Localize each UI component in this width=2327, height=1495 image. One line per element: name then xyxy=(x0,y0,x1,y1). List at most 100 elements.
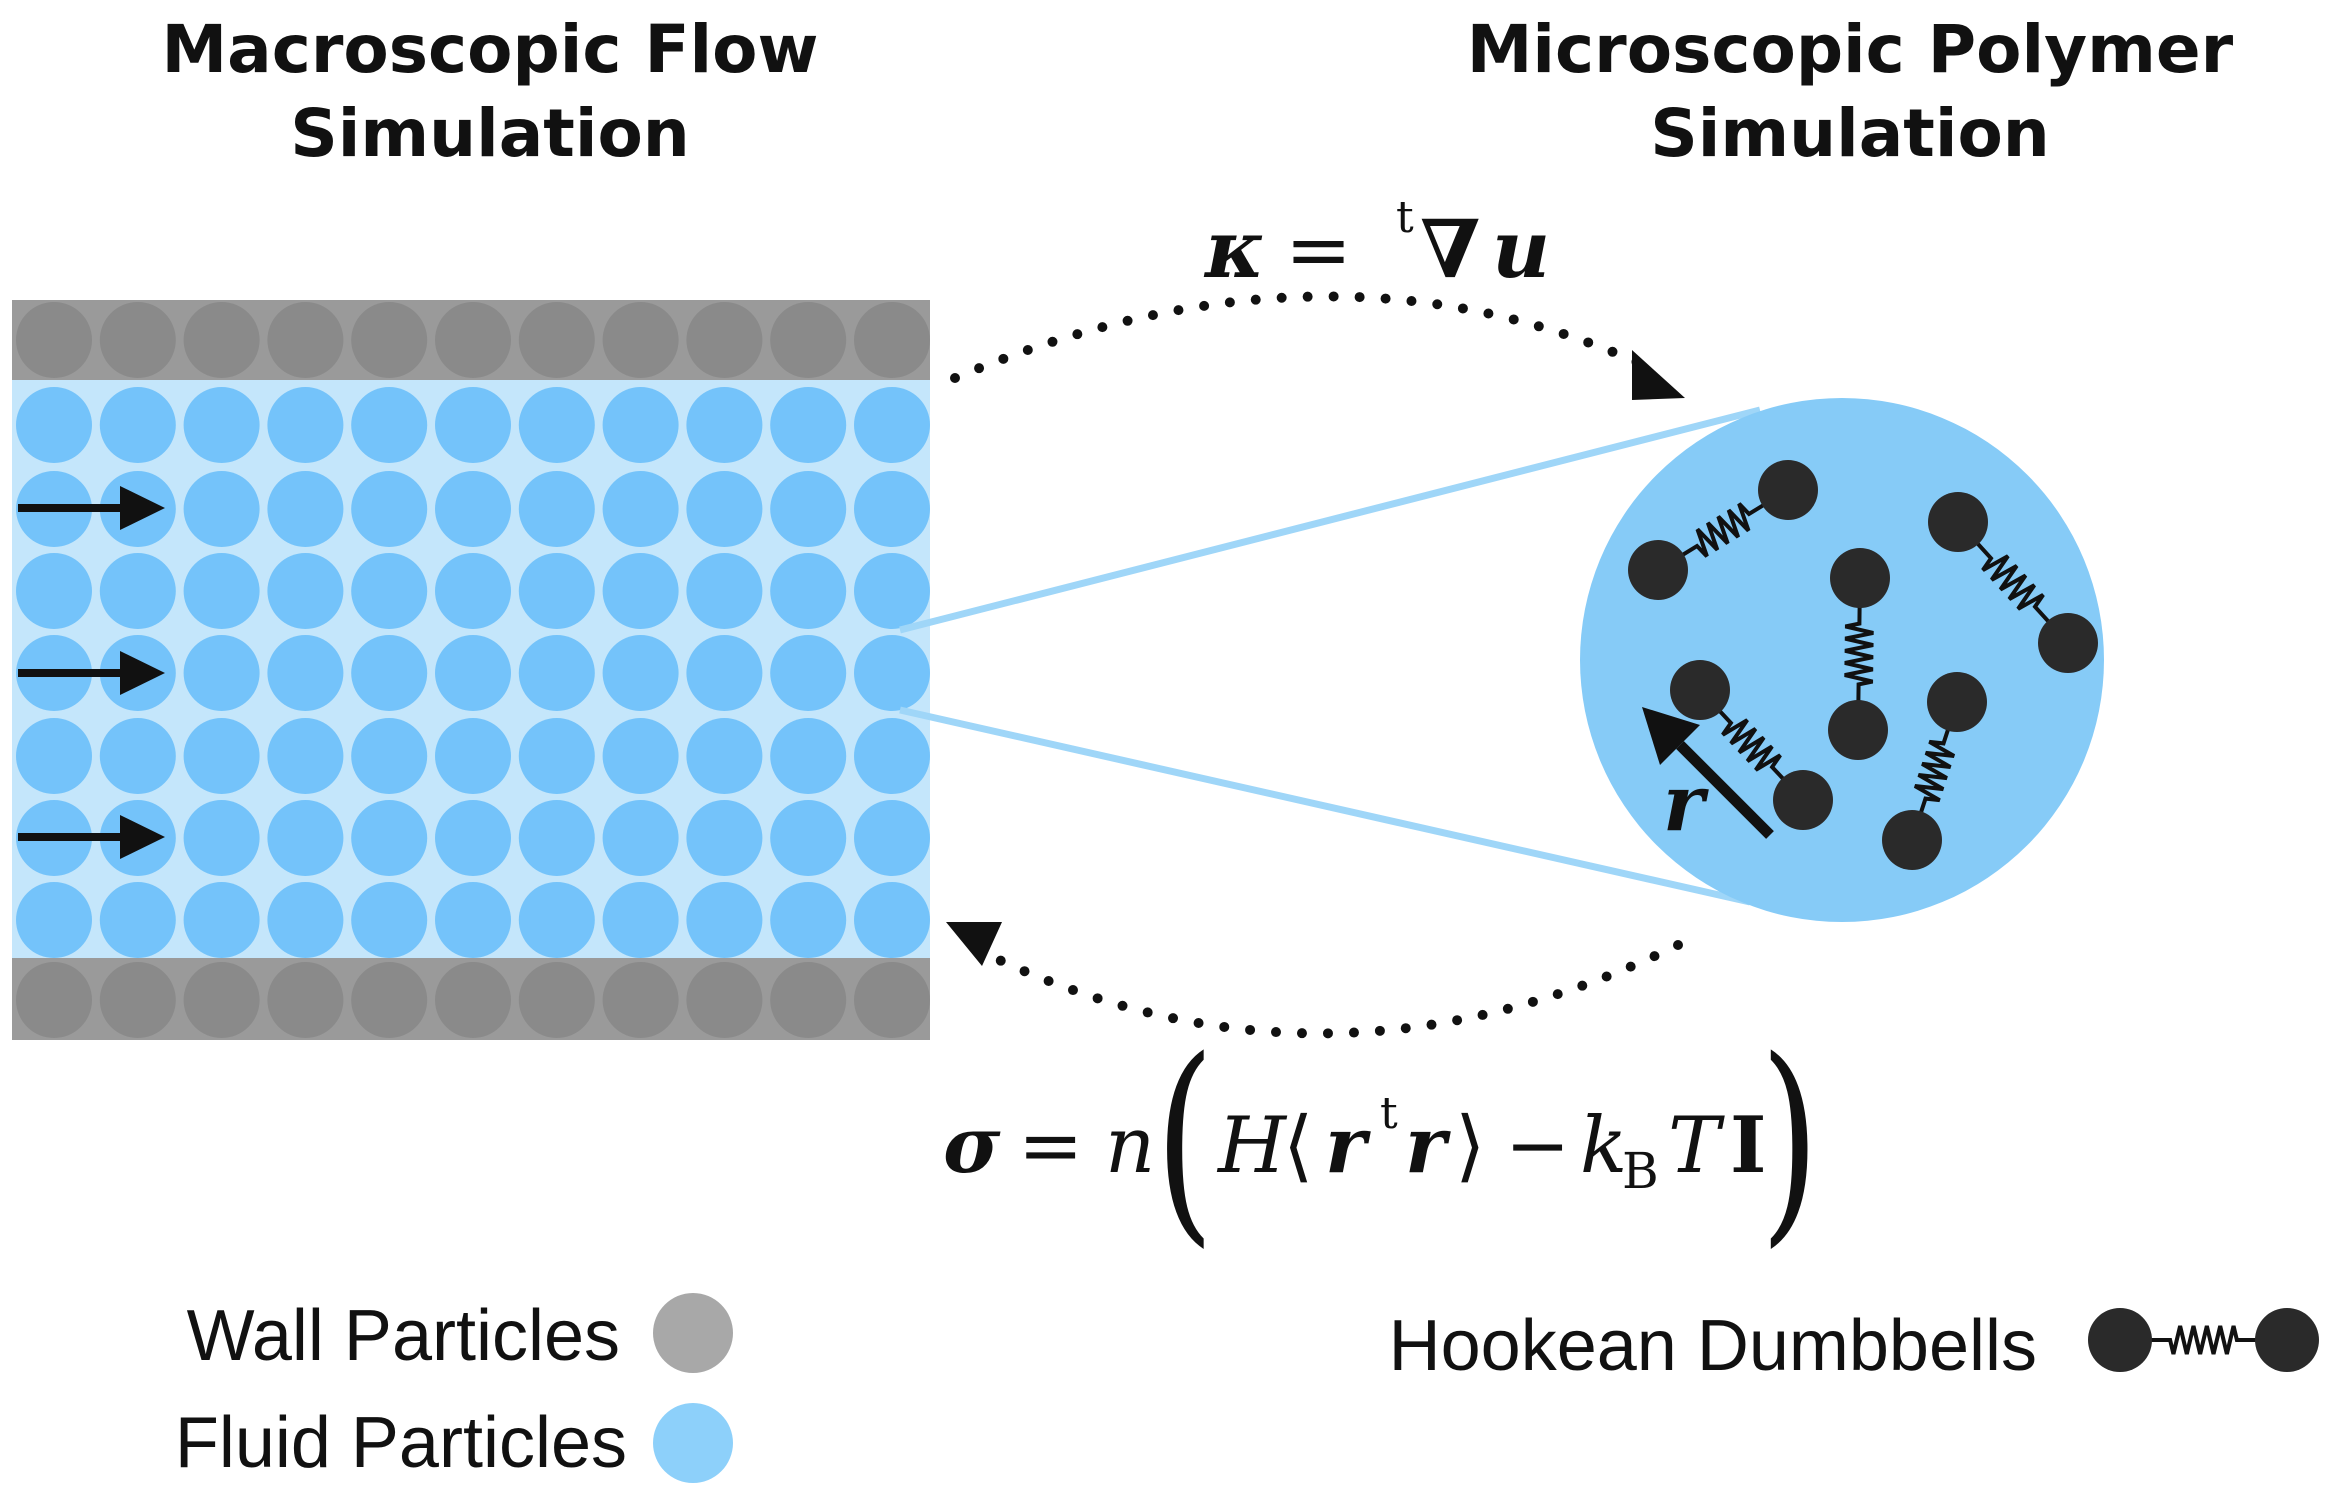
fluid-particle xyxy=(99,553,176,629)
fluid-particle xyxy=(183,800,260,876)
arc-top-arrowhead xyxy=(1632,350,1685,400)
bead xyxy=(1830,548,1890,608)
eq-k: k xyxy=(1580,1101,1627,1191)
eq-identity: I xyxy=(1730,1100,1767,1191)
eq-bottom-equals: = xyxy=(1018,1101,1083,1191)
fluid-particle xyxy=(854,387,930,463)
fluid-particle xyxy=(770,718,847,794)
title-left-line2: Simulation xyxy=(290,95,690,172)
title-macroscopic: Macroscopic Flow Simulation xyxy=(130,8,850,176)
spring xyxy=(1956,520,2070,645)
eq-left-paren: ( xyxy=(1155,1013,1215,1267)
fluid-particle xyxy=(267,553,344,629)
fluid-particle xyxy=(99,882,176,958)
fluid-particle xyxy=(854,635,930,711)
fluid-particle xyxy=(854,882,930,958)
bead xyxy=(2088,1308,2152,1372)
dotted-arc-top xyxy=(950,291,1655,383)
vector-r-arrow xyxy=(1676,741,1774,839)
fluid-particle xyxy=(16,387,92,463)
eq-u: u xyxy=(1492,202,1550,296)
dumbbell xyxy=(1628,460,1818,600)
wall-particle xyxy=(267,962,344,1038)
flow-arrows xyxy=(18,486,165,859)
fluid-particle xyxy=(602,882,679,958)
dumbbell xyxy=(1928,492,2098,673)
dumbbell xyxy=(1828,548,1890,760)
legend-dumbbell-label: Hookean Dumbbells xyxy=(1388,1306,2037,1386)
eq-kappa-symbol: κ xyxy=(1203,202,1265,296)
fluid-particle xyxy=(351,471,428,547)
fluid-particle xyxy=(518,882,595,958)
legend-dumbbell-marker xyxy=(2088,1308,2319,1372)
spring xyxy=(1844,577,1874,731)
dumbbell xyxy=(2088,1308,2319,1372)
bead xyxy=(1882,810,1942,870)
eq-r-second: r xyxy=(1405,1100,1451,1191)
fluid-particle xyxy=(435,800,511,876)
fluid-particle xyxy=(183,387,260,463)
fluid-particle xyxy=(854,800,930,876)
fluid-particle xyxy=(602,471,679,547)
fluid-particle xyxy=(518,387,595,463)
fluid-particle xyxy=(183,471,260,547)
fluid-particle xyxy=(686,882,763,958)
wall-particle xyxy=(351,962,428,1038)
fluid-particle xyxy=(518,471,595,547)
fluid-particle xyxy=(183,718,260,794)
fluid-particle xyxy=(435,882,511,958)
fluid-particle xyxy=(770,800,847,876)
wall-particle xyxy=(435,962,511,1038)
eq-bottom-transpose: t xyxy=(1380,1088,1398,1139)
fluid-particle xyxy=(770,635,847,711)
wall-particle xyxy=(99,302,176,378)
wall-particle xyxy=(267,302,344,378)
equation-sigma: σ = n ( H ⟨ r t r ⟩ − k B T I ) xyxy=(943,1013,1820,1267)
legend-wall-marker xyxy=(653,1293,733,1373)
eq-top-transpose: t xyxy=(1396,192,1414,243)
zoom-circle xyxy=(1580,398,2104,922)
equation-kappa: κ = t ∇ u xyxy=(1203,192,1550,296)
fluid-particle xyxy=(602,635,679,711)
fluid-particle xyxy=(351,882,428,958)
flow-arrow-3-head xyxy=(120,815,165,859)
fluid-particle xyxy=(267,800,344,876)
vector-r-label: r xyxy=(1663,758,1709,849)
wall-particle xyxy=(770,962,847,1038)
eq-minus: − xyxy=(1505,1101,1570,1191)
fluid-particle xyxy=(183,882,260,958)
eq-H: H xyxy=(1216,1101,1288,1191)
fluid-particle xyxy=(99,718,176,794)
eq-nabla: ∇ xyxy=(1420,202,1480,296)
fluid-particle xyxy=(770,387,847,463)
eq-right-angle: ⟩ xyxy=(1455,1101,1485,1191)
wall-particle xyxy=(518,962,595,1038)
dumbbells xyxy=(1628,460,2098,870)
fluid-particle xyxy=(267,635,344,711)
wall-particle xyxy=(770,302,847,378)
legend-fluid-marker xyxy=(653,1403,733,1483)
spring xyxy=(2120,1325,2287,1355)
fluid-particle xyxy=(770,882,847,958)
fluid-particle xyxy=(16,553,92,629)
fluid-particle xyxy=(854,553,930,629)
fluid-particle xyxy=(351,635,428,711)
fluid-particle xyxy=(351,553,428,629)
fluid-particle xyxy=(854,471,930,547)
title-left-line1: Macroscopic Flow xyxy=(161,11,819,88)
wall-particle xyxy=(686,962,763,1038)
fluid-particle xyxy=(435,635,511,711)
bead xyxy=(2038,613,2098,673)
title-right-line1: Microscopic Polymer xyxy=(1466,11,2234,88)
eq-n: n xyxy=(1105,1101,1155,1191)
wall-particle xyxy=(183,302,260,378)
fluid-particle xyxy=(602,718,679,794)
legend-wall-label: Wall Particles xyxy=(186,1296,620,1376)
fluid-particle xyxy=(267,387,344,463)
fluid-particle xyxy=(686,553,763,629)
arc-bottom-arrowhead xyxy=(946,922,1002,966)
wall-particle xyxy=(854,302,930,378)
fluid-particle xyxy=(686,387,763,463)
wall-particle xyxy=(518,302,595,378)
